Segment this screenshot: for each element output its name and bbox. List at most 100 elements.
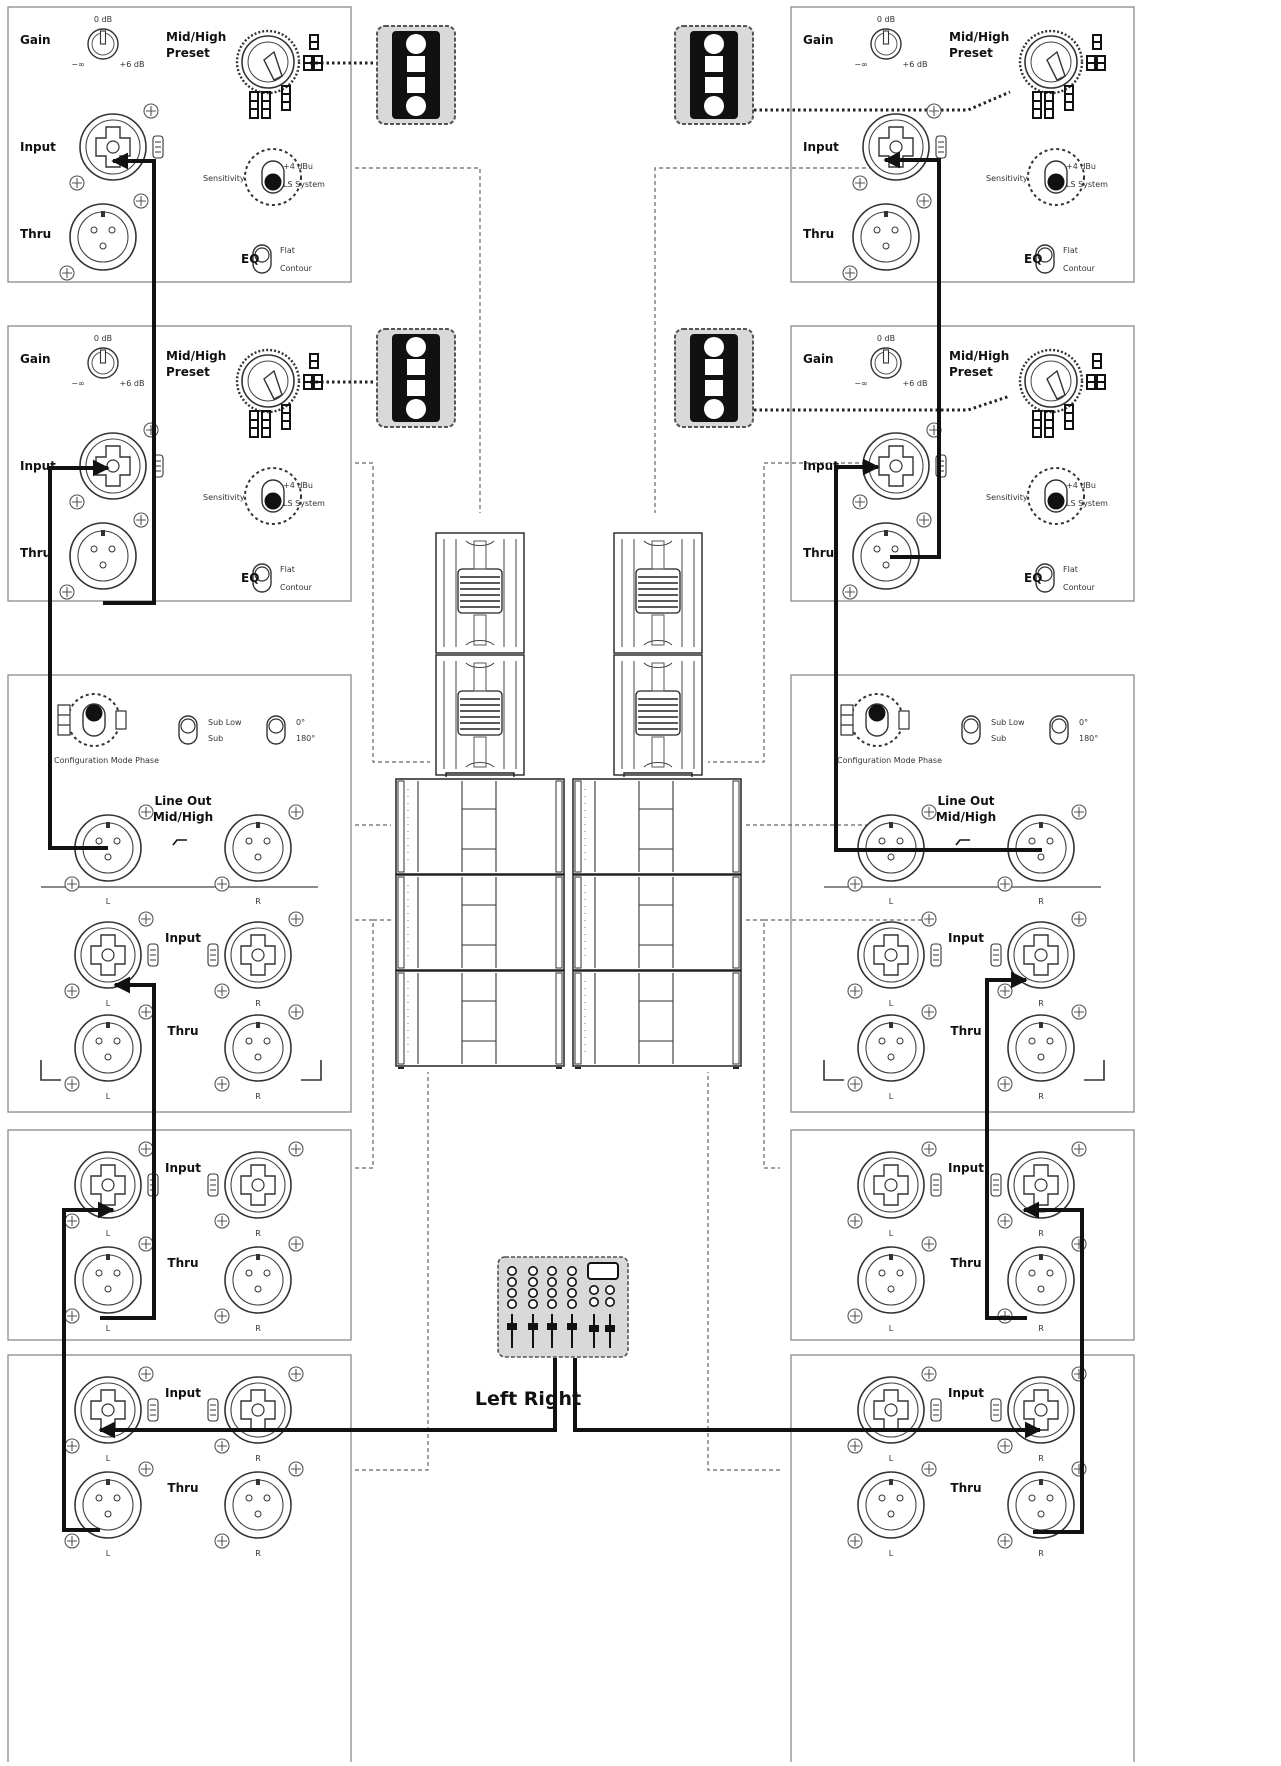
mixing-console-icon bbox=[497, 1256, 629, 1358]
input-label: Input bbox=[948, 1161, 984, 1175]
sub-mode-toggle-icon bbox=[961, 715, 981, 745]
input-l-label: L bbox=[106, 999, 111, 1008]
gain-max-label: +6 dB bbox=[120, 60, 145, 69]
left-subwoofer-2-icon bbox=[395, 874, 565, 971]
config-mode-tab-icon bbox=[115, 710, 127, 730]
phase-0-label: 0° bbox=[1079, 718, 1088, 727]
rigging-foot-icon bbox=[623, 772, 693, 777]
thru-r-label: R bbox=[1038, 1092, 1044, 1101]
gain-knob-icon bbox=[87, 347, 119, 379]
right-sub-panel bbox=[790, 674, 1135, 1113]
input-l-label: L bbox=[106, 1229, 111, 1238]
latch-icon bbox=[207, 943, 219, 967]
latch-icon bbox=[930, 1173, 942, 1197]
thru-label: Thru bbox=[950, 1256, 981, 1270]
latch-icon bbox=[990, 1173, 1002, 1197]
thru-label: Thru bbox=[20, 227, 51, 241]
sensitivity-label: Sensitivity bbox=[203, 174, 245, 183]
line-out-l-label: L bbox=[106, 897, 111, 906]
gain-label: Gain bbox=[803, 33, 834, 47]
thru-label: Thru bbox=[803, 227, 834, 241]
gain-label: Gain bbox=[20, 33, 51, 47]
left-line-array-top-icon bbox=[435, 532, 525, 654]
link-mark-icon bbox=[172, 839, 187, 846]
config-mode-scale-icon bbox=[840, 704, 854, 736]
thru-l-label: L bbox=[889, 1549, 894, 1558]
input-label: Input bbox=[948, 1386, 984, 1400]
config-mode-knob-icon bbox=[85, 704, 103, 722]
thru-label: Thru bbox=[20, 546, 51, 560]
left-midhigh-panel-1 bbox=[7, 6, 352, 283]
sensitivity-plus4-label: +4 dBu bbox=[283, 481, 313, 490]
sub-mode-toggle-icon bbox=[178, 715, 198, 745]
latch-icon bbox=[930, 1398, 942, 1422]
right-line-array-top-icon bbox=[613, 532, 703, 654]
eq-flat-label: Flat bbox=[1063, 565, 1078, 574]
preset-label: Preset bbox=[949, 46, 993, 60]
gain-knob-icon bbox=[87, 28, 119, 60]
preset-stack-icon bbox=[376, 25, 456, 125]
right-subwoofer-1-icon bbox=[572, 778, 742, 875]
latch-icon bbox=[990, 943, 1002, 967]
eq-label: EQ bbox=[241, 571, 259, 585]
left-line-array-bottom-icon bbox=[435, 654, 525, 776]
leader-line bbox=[707, 1072, 780, 1471]
sensitivity-ls-label: LS System bbox=[283, 180, 325, 189]
input-label: Input bbox=[165, 1386, 201, 1400]
thru-l-label: L bbox=[889, 1324, 894, 1333]
eq-contour-label: Contour bbox=[280, 583, 313, 592]
gain-zero-db-label: 0 dB bbox=[94, 15, 112, 24]
rigging-foot-icon bbox=[445, 772, 515, 777]
input-l-label: L bbox=[889, 1454, 894, 1463]
input-label: Input bbox=[803, 459, 839, 473]
sensitivity-label: Sensitivity bbox=[986, 493, 1028, 502]
input-r-label: R bbox=[1038, 1229, 1044, 1238]
input-label: Input bbox=[948, 931, 984, 945]
line-out-label: Line Out bbox=[937, 794, 994, 808]
left-subwoofer-3-icon bbox=[395, 970, 565, 1067]
left-subwoofer-1-icon bbox=[395, 778, 565, 875]
preset-label: Preset bbox=[166, 46, 210, 60]
sensitivity-plus4-label: +4 dBu bbox=[283, 162, 313, 171]
eq-contour-label: Contour bbox=[1063, 583, 1096, 592]
signal-cable-7 bbox=[1022, 1201, 1084, 1534]
connector-layer bbox=[57, 28, 1106, 1549]
sub-label: Sub bbox=[991, 734, 1006, 743]
right-line-array-bottom-icon bbox=[613, 654, 703, 776]
gain-max-label: +6 dB bbox=[903, 60, 928, 69]
right-subwoofer-3-icon bbox=[572, 970, 742, 1067]
mid-high-label: Mid/High bbox=[166, 30, 226, 44]
leader-line bbox=[763, 919, 922, 1169]
gain-min-label: −∞ bbox=[854, 379, 867, 388]
eq-flat-label: Flat bbox=[1063, 246, 1078, 255]
line-out-r-label: R bbox=[255, 897, 261, 906]
left-sub-input-panel bbox=[7, 1354, 352, 1766]
gain-knob-icon bbox=[870, 347, 902, 379]
input-l-label: L bbox=[889, 999, 894, 1008]
gain-min-label: −∞ bbox=[854, 60, 867, 69]
link-mark-icon bbox=[955, 839, 970, 846]
signal-cable-4 bbox=[100, 976, 156, 1320]
input-r-label: R bbox=[1038, 999, 1044, 1008]
signal-cable-2 bbox=[573, 1358, 1042, 1439]
sensitivity-label: Sensitivity bbox=[986, 174, 1028, 183]
signal-cable-8 bbox=[985, 971, 1028, 1320]
thru-r-label: R bbox=[1038, 1324, 1044, 1333]
input-r-label: R bbox=[255, 1229, 261, 1238]
phase-180-label: 180° bbox=[296, 734, 315, 743]
sub-low-label: Sub Low bbox=[208, 718, 242, 727]
signal-cable-10 bbox=[883, 151, 941, 559]
thru-label: Thru bbox=[950, 1024, 981, 1038]
phase-180-label: 180° bbox=[1079, 734, 1098, 743]
input-r-label: R bbox=[255, 1454, 261, 1463]
input-l-label: L bbox=[106, 1454, 111, 1463]
leader-line bbox=[355, 462, 430, 763]
phase-toggle-icon bbox=[266, 715, 286, 745]
input-label: Input bbox=[803, 140, 839, 154]
sensitivity-plus4-label: +4 dBu bbox=[1066, 162, 1096, 171]
input-label: Input bbox=[20, 459, 56, 473]
thru-label: Thru bbox=[167, 1481, 198, 1495]
gain-max-label: +6 dB bbox=[120, 379, 145, 388]
sub-low-label: Sub Low bbox=[991, 718, 1025, 727]
